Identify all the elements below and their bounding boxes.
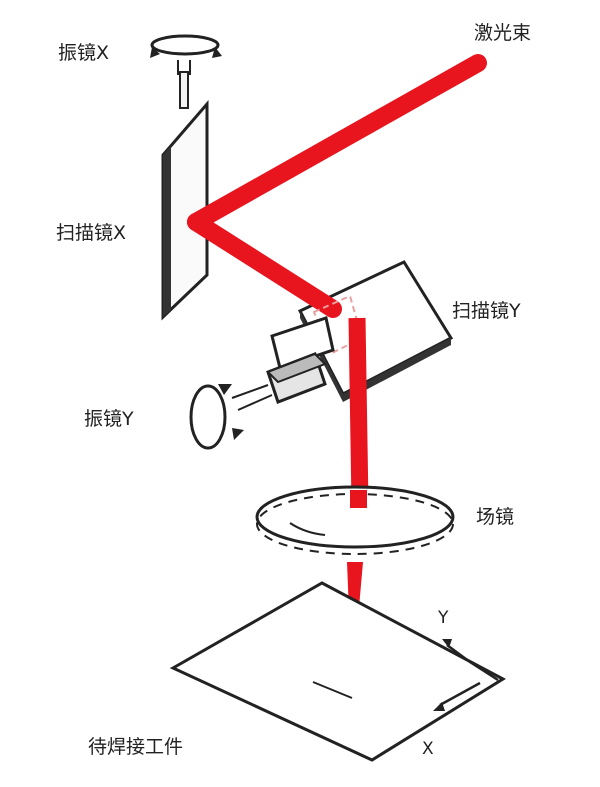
axis-x-arrow-icon — [433, 702, 445, 711]
label-axis-x: X — [422, 739, 434, 759]
axis-y-arrow-icon — [442, 639, 452, 648]
workpiece-plate — [169, 581, 507, 762]
galvo-x-rotation-icon — [150, 34, 222, 58]
galvo-x-shaft — [177, 60, 191, 109]
label-scan-mirror-x: 扫描镜X — [56, 222, 127, 244]
label-axis-y: Y — [438, 608, 449, 628]
laser-beam-x-to-y — [187, 213, 342, 318]
galvo-y-rotation-icon — [189, 384, 244, 450]
laser-beam-on-lens — [350, 490, 367, 508]
galvo-y-motor — [231, 316, 335, 411]
laser-beam-y-to-lens — [348, 317, 369, 506]
laser-beam-incoming — [187, 54, 487, 231]
scan-mirror-x — [161, 99, 209, 321]
axis-indicator — [439, 643, 499, 707]
label-workpiece: 待焊接工件 — [88, 736, 184, 758]
label-scan-mirror-y: 扫描镜Y — [452, 300, 521, 322]
label-field-lens: 场镜 — [476, 506, 515, 528]
weld-path — [312, 681, 353, 699]
label-galvo-y: 振镜Y — [84, 408, 134, 430]
label-laser-beam: 激光束 — [474, 22, 532, 44]
label-galvo-x: 振镜X — [58, 42, 110, 64]
